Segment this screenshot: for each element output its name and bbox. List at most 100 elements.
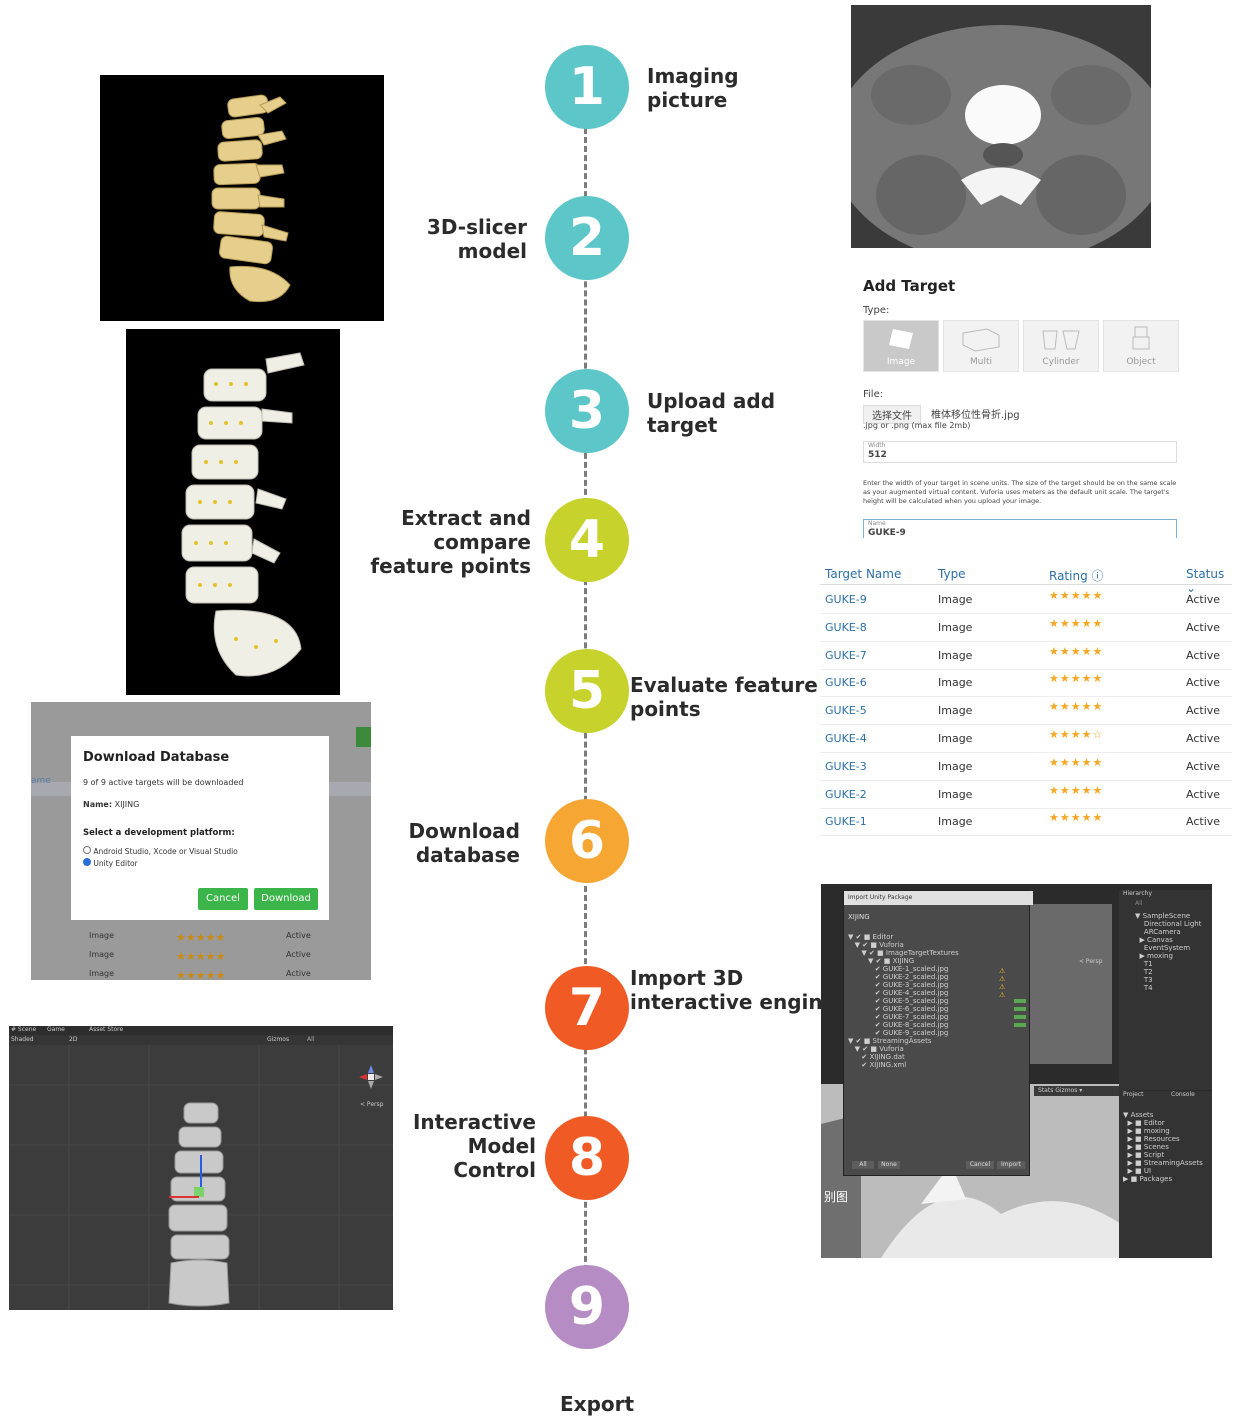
scene-search[interactable]: All: [307, 1036, 314, 1043]
radio-unselected-icon[interactable]: [83, 846, 91, 854]
step-3-label: Upload add target: [647, 389, 775, 437]
type-object-option[interactable]: Object: [1103, 320, 1179, 372]
target-name-cell[interactable]: GUKE-9: [825, 593, 867, 606]
project-panel: Project Console ▼ Assets ▶ ■ Editor ▶ ■ …: [1119, 1091, 1212, 1258]
target-name-cell[interactable]: GUKE-1: [825, 815, 867, 828]
option-unity[interactable]: Unity Editor: [83, 858, 138, 868]
hierarchy-tree[interactable]: ▼ SampleScene Directional Light ARCamera…: [1135, 912, 1201, 992]
step-8-label: Interactive Model Control: [413, 1110, 536, 1182]
target-status-cell: Active: [1186, 649, 1220, 662]
table-row[interactable]: GUKE-9Image★★★★★Active: [820, 585, 1232, 614]
select-all-button[interactable]: All: [852, 1161, 874, 1169]
target-name-cell[interactable]: GUKE-2: [825, 788, 867, 801]
target-status-cell: Active: [1186, 732, 1220, 745]
hierarchy-title: Hierarchy: [1123, 890, 1152, 897]
type-image-option[interactable]: Image: [863, 320, 939, 372]
download-button[interactable]: Download: [254, 888, 318, 910]
type-label: Type:: [863, 305, 889, 316]
import-dialog: Import Unity Package XIJING ▼ ✔ ■ Editor…: [843, 890, 1030, 1176]
step-1-circle: 1: [545, 45, 629, 129]
type-multi-option[interactable]: Multi: [943, 320, 1019, 372]
cancel-button[interactable]: Cancel: [198, 888, 248, 910]
import-cancel-button[interactable]: Cancel: [966, 1161, 994, 1169]
target-name-cell[interactable]: GUKE-4: [825, 732, 867, 745]
project-tree[interactable]: ▼ Assets ▶ ■ Editor ▶ ■ moxing ▶ ■ Resou…: [1123, 1111, 1203, 1183]
target-rating-stars: ★★★★★: [1049, 811, 1103, 824]
hierarchy-search[interactable]: All: [1135, 900, 1142, 907]
tab-asset-store[interactable]: Asset Store: [89, 1026, 123, 1033]
target-name-cell[interactable]: GUKE-7: [825, 649, 867, 662]
radio-selected-icon[interactable]: [83, 858, 91, 866]
step-3-circle: 3: [545, 369, 629, 453]
bg-row-stars: ★★★★★: [176, 969, 225, 980]
target-rating-stars: ★★★★★: [1049, 617, 1103, 630]
tab-game[interactable]: Game: [47, 1026, 65, 1033]
bg-green-button: [356, 727, 371, 747]
hierarchy-panel: Hierarchy All ▼ SampleScene Directional …: [1119, 890, 1212, 1090]
type-cylinder-option[interactable]: Cylinder: [1023, 320, 1099, 372]
new-badges: [1014, 999, 1026, 1035]
width-description: Enter the width of your target in scene …: [863, 479, 1179, 506]
dialog-name-label: Name:: [83, 800, 112, 809]
target-status-cell: Active: [1186, 676, 1220, 689]
gizmos-dropdown[interactable]: Gizmos: [267, 1036, 289, 1043]
step-5-label: Evaluate feature points: [630, 673, 818, 721]
target-type-cell: Image: [938, 704, 972, 717]
target-name-cell[interactable]: GUKE-6: [825, 676, 867, 689]
bg-row-status: Active: [286, 931, 311, 940]
spine-3d-model-image: [100, 75, 384, 321]
scene-tab-bar: # Scene Game Asset Store: [9, 1026, 393, 1035]
shading-dropdown[interactable]: Shaded: [11, 1036, 34, 1043]
target-type-cell: Image: [938, 732, 972, 745]
target-type-cell: Image: [938, 676, 972, 689]
step-9-circle: 9: [545, 1265, 629, 1349]
table-row[interactable]: GUKE-7Image★★★★★Active: [820, 641, 1232, 670]
name-field[interactable]: Name GUKE-9: [863, 519, 1177, 538]
step-5-circle: 5: [545, 649, 629, 733]
table-row[interactable]: GUKE-3Image★★★★★Active: [820, 752, 1232, 781]
stats-gizmos-bar[interactable]: Stats Gizmos ▾: [1034, 1086, 1126, 1096]
col-type[interactable]: Type: [938, 567, 966, 581]
width-field[interactable]: Width 512: [863, 441, 1177, 463]
table-row[interactable]: GUKE-8Image★★★★★Active: [820, 613, 1232, 642]
import-button[interactable]: Import: [997, 1161, 1025, 1169]
ct-scan-image: [851, 5, 1151, 248]
col-rating[interactable]: Rating ⓘ: [1049, 567, 1104, 584]
table-row[interactable]: GUKE-4Image★★★★☆Active: [820, 724, 1232, 753]
type-object-label: Object: [1104, 357, 1178, 367]
toggle-2d[interactable]: 2D: [69, 1036, 77, 1043]
bottom-overlay-text: 别图: [824, 1188, 848, 1205]
target-name-cell[interactable]: GUKE-5: [825, 704, 867, 717]
table-row[interactable]: GUKE-6Image★★★★★Active: [820, 668, 1232, 697]
target-type-cell: Image: [938, 621, 972, 634]
option-android[interactable]: Android Studio, Xcode or Visual Studio: [83, 846, 238, 856]
bg-side-label: ame: [31, 776, 51, 786]
import-file-tree[interactable]: ▼ ✔ ■ Editor ▼ ✔ ■ Vuforia ▼ ✔ ■ ImageTa…: [848, 933, 959, 1069]
bg-row-type: Image: [89, 931, 114, 940]
select-none-button[interactable]: None: [878, 1161, 900, 1169]
step-1-label: Imaging picture: [647, 64, 739, 112]
step-6-circle: 6: [545, 799, 629, 883]
import-package-name: XIJING: [848, 913, 870, 921]
col-target-name[interactable]: Target Name: [825, 567, 901, 581]
target-rating-stars: ★★★★★: [1049, 645, 1103, 658]
target-name-cell[interactable]: GUKE-3: [825, 760, 867, 773]
target-rating-stars: ★★★★★: [1049, 784, 1103, 797]
table-row[interactable]: GUKE-5Image★★★★★Active: [820, 696, 1232, 725]
project-tab[interactable]: Project: [1123, 1091, 1144, 1098]
bg-row-status: Active: [286, 950, 311, 959]
target-name-cell[interactable]: GUKE-8: [825, 621, 867, 634]
target-type-cell: Image: [938, 593, 972, 606]
name-field-value: GUKE-9: [868, 528, 906, 538]
dialog-title: Download Database: [83, 750, 229, 765]
target-status-cell: Active: [1186, 704, 1220, 717]
tab-scene[interactable]: # Scene: [11, 1026, 36, 1033]
image-type-icon: [881, 325, 921, 353]
cylinder-type-icon: [1037, 325, 1085, 353]
table-row[interactable]: GUKE-1Image★★★★★Active: [820, 807, 1232, 836]
target-status-cell: Active: [1186, 788, 1220, 801]
console-tab[interactable]: Console: [1171, 1091, 1195, 1098]
target-status-cell: Active: [1186, 760, 1220, 773]
table-row[interactable]: GUKE-2Image★★★★★Active: [820, 780, 1232, 809]
step-2-label: 3D-slicer model: [427, 215, 527, 263]
